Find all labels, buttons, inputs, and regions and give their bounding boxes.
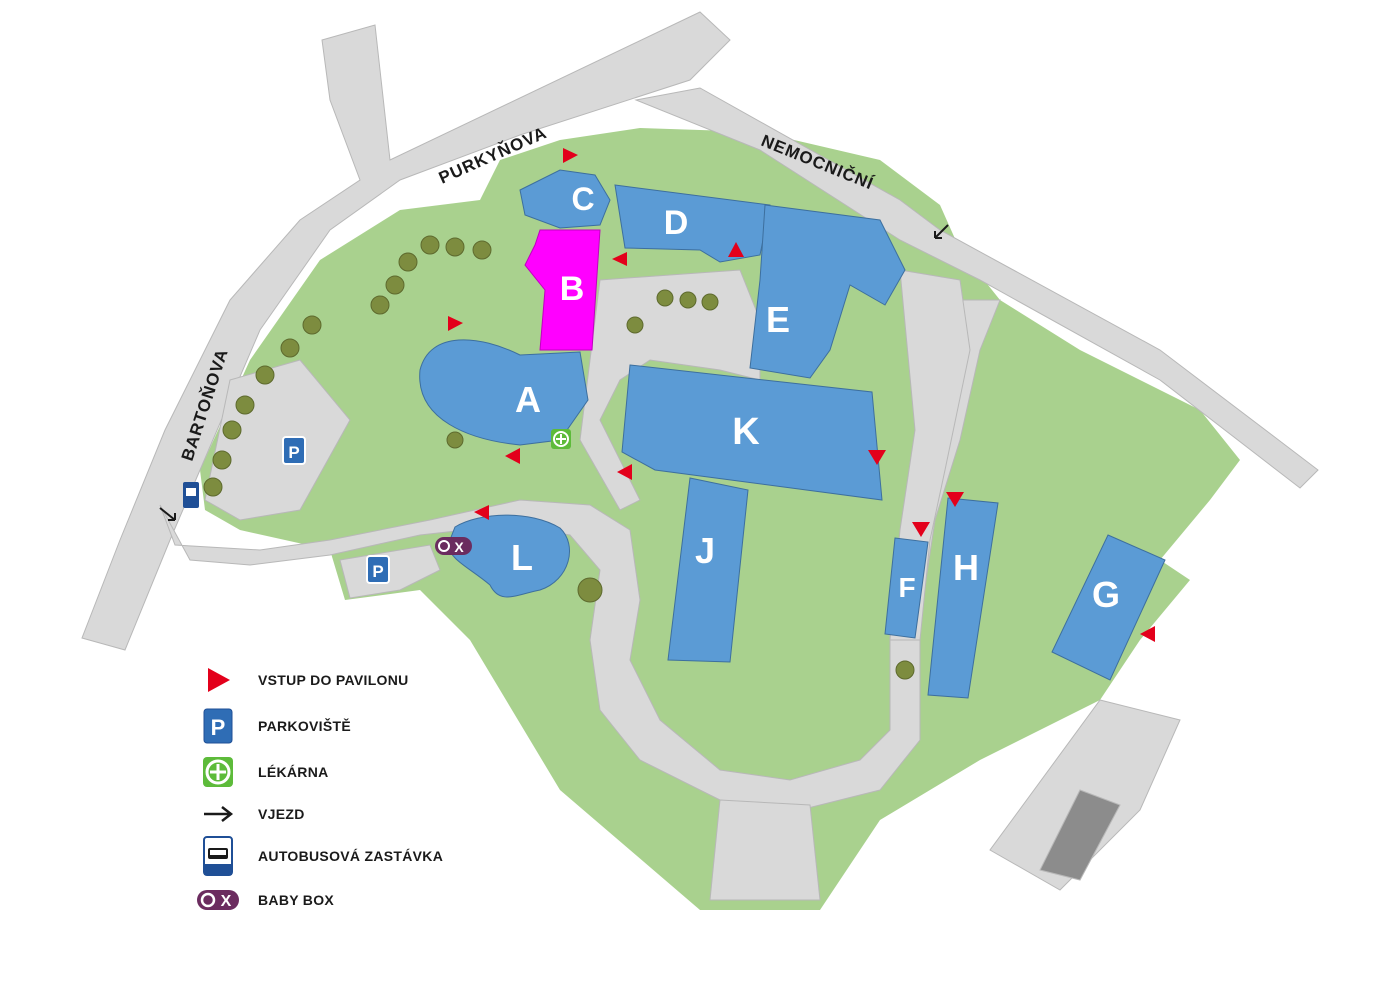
entry-arrow-icon: [934, 224, 949, 239]
svg-text:X: X: [221, 893, 232, 910]
bus-stop-icon: [190, 836, 246, 876]
legend-bus-stop: AUTOBUSOVÁ ZASTÁVKA: [190, 836, 443, 876]
baby-box-icon: X: [190, 880, 246, 920]
entrance-triangle-icon: [728, 242, 744, 257]
parking-sign-west: P: [282, 436, 306, 465]
building-g-label: G: [1092, 574, 1120, 615]
legend-parking: P PARKOVIŠTĚ: [190, 706, 351, 746]
purkynova-road: [81, 11, 731, 651]
pharmacy-cross-icon: [551, 429, 571, 449]
building-e-shape: [749, 204, 906, 379]
legend-pharmacy: LÉKÁRNA: [190, 752, 329, 792]
building-d-shape: [614, 184, 771, 263]
legend-entry: VJEZD: [190, 794, 305, 834]
south-entry: [709, 799, 821, 901]
entrance-triangle-icon: [946, 492, 964, 507]
trees: [203, 235, 915, 680]
entrance-triangle-icon: [563, 148, 578, 163]
building-b-label: B: [560, 270, 585, 308]
entry-arrow-icon: [190, 794, 246, 834]
building-b-shape: [524, 229, 601, 351]
legend-bus-stop-label: AUTOBUSOVÁ ZASTÁVKA: [258, 848, 444, 864]
pharmacy-cross-icon: [190, 752, 246, 792]
legend-pharmacy-label: LÉKÁRNA: [258, 764, 329, 780]
building-h-shape: [927, 497, 999, 699]
building-a-shape: [419, 339, 589, 446]
parking-icon: P: [190, 706, 246, 746]
svg-text:P: P: [288, 443, 299, 462]
svg-text:X: X: [454, 539, 464, 555]
building-l-shape: [447, 514, 570, 598]
entry-arrow-icon: [159, 507, 176, 521]
svg-text:P: P: [372, 562, 383, 581]
building-j-label: J: [695, 530, 715, 571]
building-g-shape: [1051, 534, 1166, 681]
entrance-triangle-icon: [448, 316, 463, 331]
entrance-triangle-icon: [617, 464, 632, 480]
building-f-shape: [884, 537, 929, 639]
building-e-label: E: [766, 299, 790, 340]
entrance-triangle-icon: [1140, 626, 1155, 642]
building-d-label: D: [664, 204, 689, 242]
building-c-label: C: [571, 181, 594, 217]
parking-sign-south: P: [366, 555, 390, 584]
buildings: [419, 169, 1166, 699]
legend-entry-label: VJEZD: [258, 806, 305, 822]
legend-parking-label: PARKOVIŠTĚ: [258, 718, 351, 734]
entrance-triangle-icon: [868, 450, 886, 465]
building-c-shape: [519, 169, 611, 229]
legend-baby-box: X BABY BOX: [190, 880, 334, 920]
bus-stop-marker: [183, 482, 199, 508]
building-f-label: F: [898, 572, 915, 603]
entrance-triangle-icon: [190, 660, 246, 700]
entry-arrows: [159, 224, 949, 521]
legend-entrance-label: VSTUP DO PAVILONU: [258, 672, 409, 688]
entrance-markers: [448, 148, 1155, 642]
building-j-shape: [667, 477, 749, 663]
building-a-label: A: [515, 379, 541, 420]
legend-entrance: VSTUP DO PAVILONU: [190, 660, 409, 700]
entrance-triangle-icon: [612, 252, 627, 266]
entrance-triangle-icon: [474, 505, 489, 520]
bartonova-road: [159, 299, 1001, 811]
building-k-shape: [621, 364, 883, 501]
entrance-triangle-icon: [912, 522, 930, 537]
legend-baby-box-label: BABY BOX: [258, 892, 335, 908]
building-h-label: H: [953, 547, 979, 588]
baby-box-marker: X: [435, 537, 472, 555]
svg-text:P: P: [211, 715, 226, 740]
building-k-label: K: [732, 411, 760, 453]
entrance-triangle-icon: [505, 448, 520, 464]
building-l-label: L: [511, 537, 533, 578]
building-labels: C B D E A K J F H G L: [511, 181, 1120, 615]
garage-dark: [1039, 789, 1121, 881]
